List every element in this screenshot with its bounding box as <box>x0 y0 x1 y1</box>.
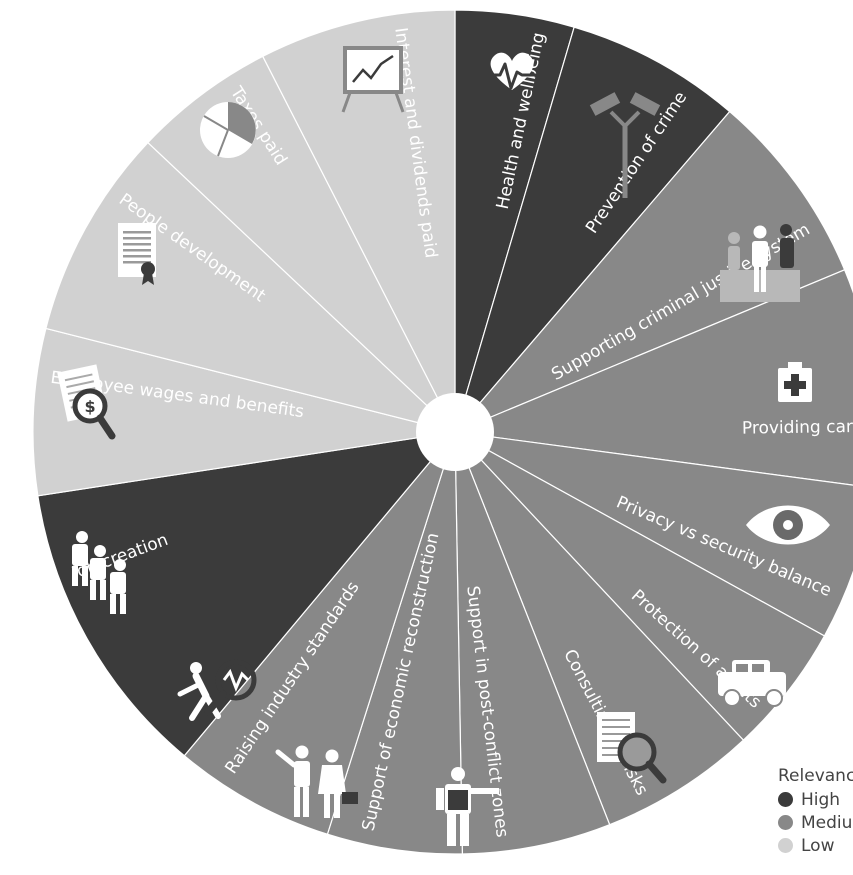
business-people-icon <box>275 745 358 818</box>
cctv-cameras-icon <box>589 92 661 198</box>
armed-guard-icon <box>436 767 499 846</box>
legend-label-high: High <box>801 789 841 810</box>
legend-dot-high <box>778 792 793 807</box>
segment-supporting-criminal-justice-system <box>454 110 846 433</box>
pie-chart-icon <box>200 102 256 158</box>
segment-support-of-economic-reconstruction <box>326 431 463 855</box>
wheel-segments <box>32 9 853 855</box>
segment-interest-and-dividends-paid <box>261 9 456 433</box>
svg-text:$: $ <box>84 397 95 416</box>
relevance-legend: Relevance High Medium Low <box>778 766 853 857</box>
wage-document-icon: $ <box>57 364 116 440</box>
legend-dot-low <box>778 838 793 853</box>
segment-raising-industry-standards <box>183 431 456 836</box>
segment-support-in-post-conflict-zones <box>454 431 611 855</box>
legend-item-low: Low <box>778 834 853 857</box>
segment-privacy-vs-security-balance <box>454 431 853 637</box>
segment-providing-care <box>452 269 853 486</box>
segment-label-providing-care: Providing care <box>742 417 853 439</box>
presentation-board-icon <box>341 46 405 113</box>
segment-employee-wages-and-benefits <box>32 327 456 497</box>
legend-item-medium: Medium <box>778 811 853 834</box>
eye-icon <box>746 505 830 545</box>
wheel-center-hub <box>416 393 494 471</box>
legend-label-medium: Medium <box>801 812 853 833</box>
inspector-magnifier-icon <box>177 659 257 721</box>
workers-group-icon <box>72 531 126 614</box>
legend-item-high: High <box>778 788 853 811</box>
wheel-icons: $ <box>57 46 830 846</box>
segment-prevention-of-crime <box>454 26 731 433</box>
certificate-icon <box>118 223 156 285</box>
legend-dot-medium <box>778 815 793 830</box>
segment-consulting-on-risks <box>454 431 745 826</box>
legend-label-low: Low <box>801 835 835 856</box>
heartbeat-icon <box>485 52 539 90</box>
medical-kit-icon <box>778 362 812 402</box>
document-magnifier-icon <box>597 712 667 784</box>
armored-vehicle-icon <box>718 660 786 707</box>
courtroom-icon <box>720 224 800 302</box>
segment-job-creation <box>37 431 457 757</box>
segment-people-development <box>45 141 458 434</box>
legend-title: Relevance <box>778 766 853 786</box>
